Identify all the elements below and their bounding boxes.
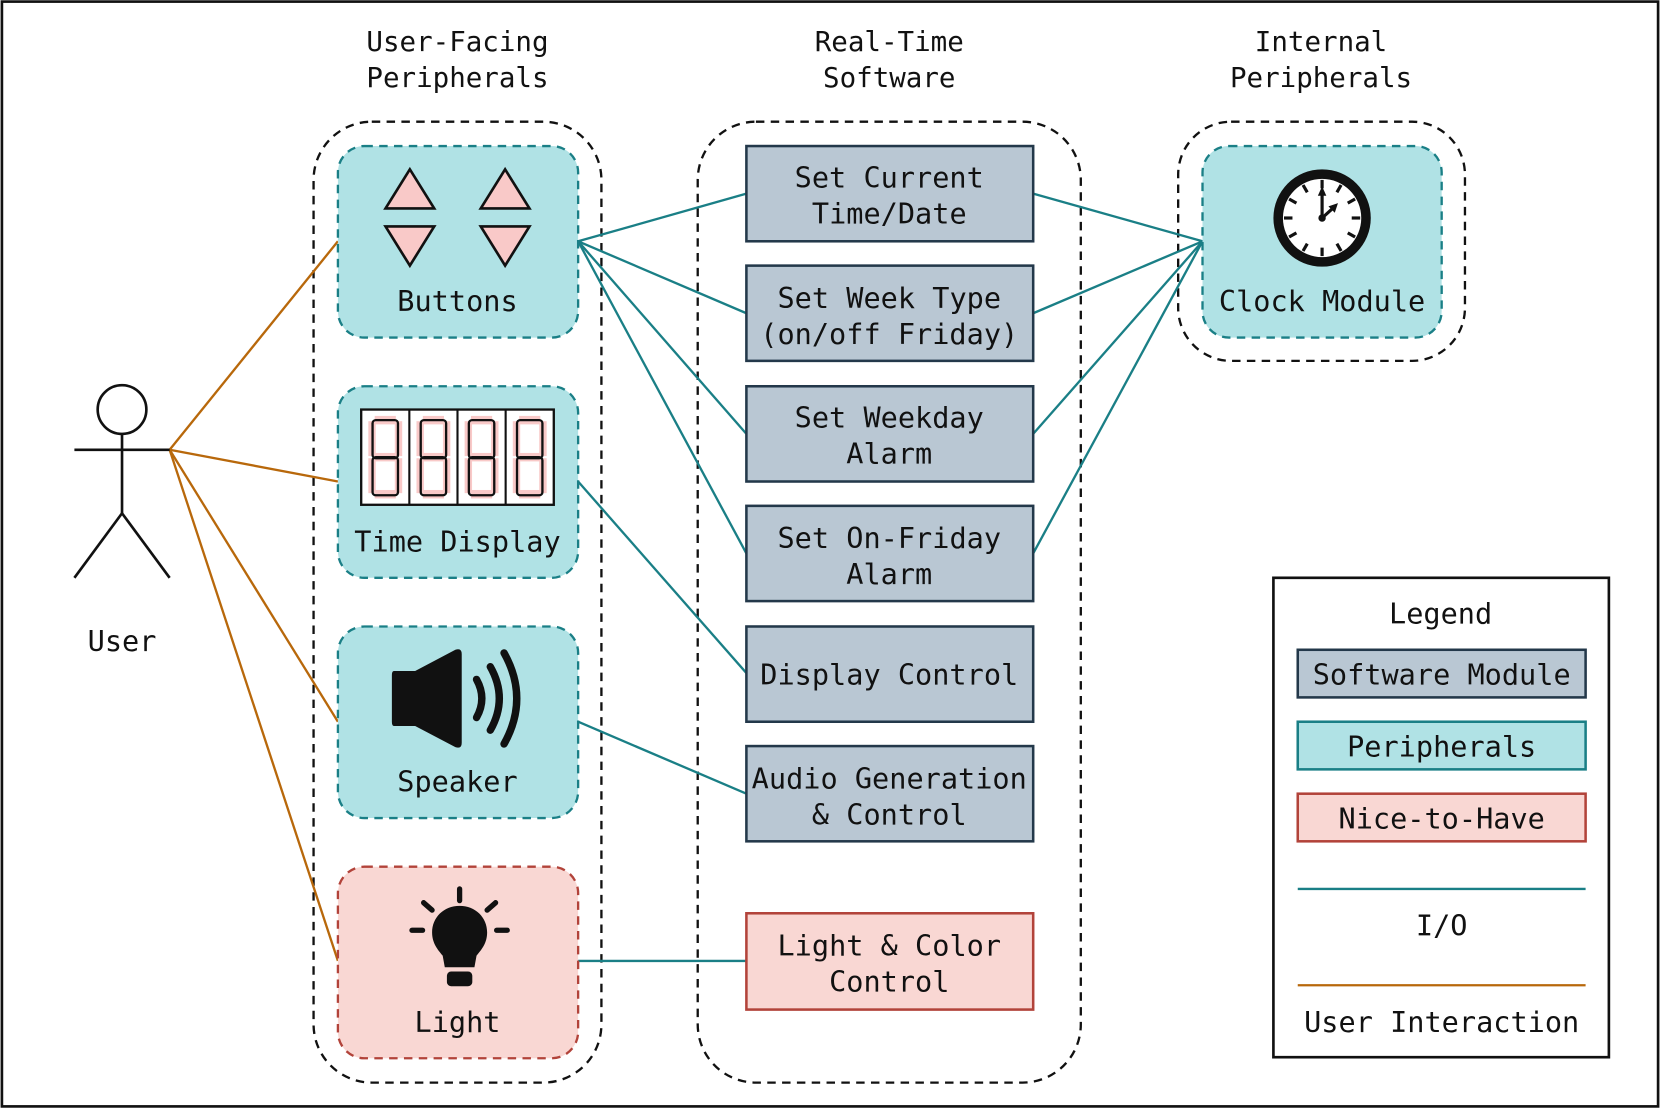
legend-item-software-module: Software Module	[1296, 648, 1587, 699]
module-label: Display Control	[760, 658, 1018, 692]
legend-label: I/O	[1416, 909, 1468, 943]
io-connections	[577, 192, 1204, 963]
digit-segments	[416, 415, 451, 499]
peripheral-time-display: Time Display	[336, 385, 580, 579]
header-user-facing-1: User-Facing	[366, 26, 548, 58]
peripheral-speaker: Speaker	[336, 625, 580, 820]
legend-item-peripherals: Peripherals	[1296, 720, 1587, 771]
module-label: Alarm	[846, 437, 932, 471]
io-display-control	[577, 480, 748, 674]
io-clock-week-type	[1032, 240, 1203, 315]
header-software-2: Software	[823, 62, 955, 94]
legend-item-user-interaction: User Interaction	[1297, 984, 1586, 1039]
legend-label: Nice-to-Have	[1338, 802, 1544, 836]
buttons-label: Buttons	[397, 284, 517, 318]
clock-tick	[1301, 242, 1309, 252]
software-set-week-type: Set Week Type (on/off Friday)	[745, 264, 1035, 363]
time-display-label: Time Display	[354, 524, 560, 558]
clock-tick	[1335, 242, 1343, 252]
clock-module-label: Clock Module	[1219, 284, 1425, 318]
clock-tick	[1346, 231, 1356, 239]
header-software-1: Real-Time	[815, 26, 964, 58]
legend-title: Legend	[1389, 596, 1492, 630]
up-down-arrows-icon	[383, 166, 532, 269]
module-label: Set Week Type	[777, 281, 1001, 315]
module-label: (on/off Friday)	[760, 317, 1018, 351]
digit-segments	[512, 415, 547, 499]
module-label: Set Weekday	[795, 401, 984, 435]
user-interaction-connections	[168, 240, 340, 962]
peripheral-light: Light	[336, 865, 580, 1060]
header-user-facing-2: Peripherals	[366, 62, 548, 94]
module-label: Time/Date	[812, 196, 967, 230]
legend: Legend Software Module Peripherals Nice-…	[1272, 576, 1611, 1059]
io-clock-set-time	[1032, 192, 1203, 243]
clock-tick	[1335, 184, 1343, 194]
ui-line-buttons	[168, 240, 339, 451]
software-set-weekday-alarm: Set Weekday Alarm	[745, 384, 1035, 483]
user-actor: User	[73, 383, 171, 658]
clock-tick	[1301, 184, 1309, 194]
software-set-current-time: Set Current Time/Date	[745, 144, 1035, 243]
legend-label: Software Module	[1313, 658, 1571, 692]
module-label: & Control	[812, 797, 967, 831]
speaker-label: Speaker	[397, 765, 517, 799]
digit-segments	[368, 415, 403, 499]
io-clock-friday-alarm	[1032, 240, 1204, 555]
module-label: Set On-Friday	[777, 521, 1001, 555]
ui-line-light	[168, 449, 340, 962]
group-real-time-software	[696, 120, 1082, 1084]
ui-line-time-display	[169, 448, 339, 483]
module-label: Light & Color	[777, 929, 1001, 963]
legend-label: Peripherals	[1347, 730, 1536, 764]
header-internal-1: Internal	[1255, 26, 1387, 58]
io-buttons-weekday-alarm	[577, 240, 748, 435]
peripheral-clock-module: Clock Module	[1201, 144, 1443, 339]
software-set-friday-alarm: Set On-Friday Alarm	[745, 504, 1035, 603]
peripheral-buttons: Buttons	[336, 144, 580, 339]
stick-figure-icon	[73, 383, 171, 579]
software-light-color-control: Light & Color Control	[745, 912, 1035, 1011]
lightbulb-icon	[409, 886, 510, 987]
module-label: Set Current	[795, 160, 984, 194]
io-buttons-week-type	[577, 240, 747, 315]
user-label: User	[88, 624, 157, 658]
speaker-icon	[391, 649, 521, 748]
io-clock-weekday-alarm	[1032, 240, 1204, 435]
clock-icon	[1273, 169, 1371, 267]
module-label: Control	[829, 965, 949, 999]
io-buttons-friday-alarm	[577, 240, 748, 555]
legend-item-nice-to-have: Nice-to-Have	[1296, 792, 1587, 843]
legend-label: User Interaction	[1304, 1005, 1579, 1039]
software-display-control: Display Control	[745, 625, 1035, 724]
io-buttons-set-time	[577, 192, 747, 243]
ui-line-speaker	[168, 449, 339, 723]
group-internal-peripherals	[1177, 120, 1467, 363]
legend-item-io: I/O	[1297, 887, 1586, 943]
module-label: Alarm	[846, 557, 932, 591]
header-internal-2: Peripherals	[1230, 62, 1412, 94]
software-audio-generation: Audio Generation & Control	[745, 744, 1035, 843]
light-label: Light	[414, 1005, 500, 1039]
clock-tick	[1288, 197, 1298, 205]
clock-tick	[1346, 197, 1356, 205]
group-user-facing-peripherals	[312, 120, 603, 1084]
digit-segments	[464, 415, 499, 499]
clock-tick	[1288, 231, 1298, 239]
io-speaker-audio	[577, 720, 747, 795]
seven-segment-display-icon	[360, 408, 555, 506]
module-label: Audio Generation	[752, 761, 1027, 795]
